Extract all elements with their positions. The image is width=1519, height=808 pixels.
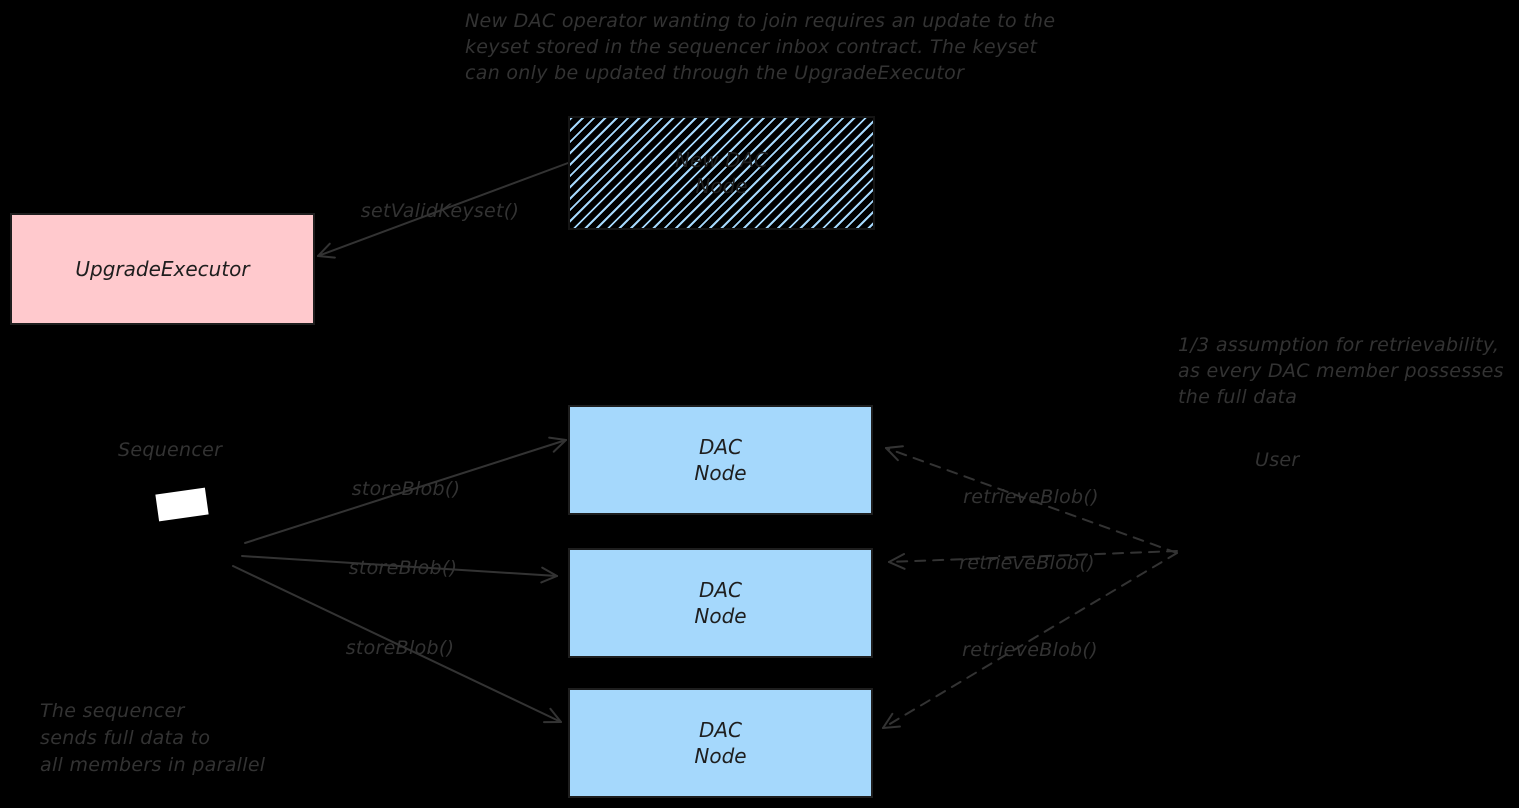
dac-node-label-line: DAC xyxy=(698,718,743,742)
dac-node-label-line: DAC xyxy=(698,578,743,602)
new-dac-node-label-line: Node xyxy=(695,174,748,198)
upgrade-executor-box: UpgradeExecutor xyxy=(10,213,315,325)
retrieve-blob-label-2: retrieveBlob() xyxy=(959,552,1095,574)
dac-node-label-line: DAC xyxy=(698,435,743,459)
top-note: New DAC operator wanting to join require… xyxy=(465,8,1055,86)
set-valid-keyset-label: setValidKeyset() xyxy=(360,200,520,222)
retrieve-blob-label-1: retrieveBlob() xyxy=(963,486,1099,508)
user-label: User xyxy=(1255,449,1300,471)
store-blob-arrow-1 xyxy=(244,436,567,544)
retrieve-blob-arrow-1 xyxy=(885,445,1178,554)
retrieve-blob-arrow-3 xyxy=(882,552,1178,729)
set-valid-keyset-arrow xyxy=(317,162,569,259)
store-blob-label-3: storeBlob() xyxy=(345,637,455,659)
parallel-note: The sequencer sends full data to all mem… xyxy=(40,698,265,779)
sequencer-label: Sequencer xyxy=(118,439,223,461)
retrieve-blob-arrow-2 xyxy=(888,550,1178,570)
store-blob-label-1: storeBlob() xyxy=(351,478,461,500)
dac-node-label-line: Node xyxy=(694,744,747,768)
parallel-note-line: sends full data to xyxy=(40,727,211,749)
upgrade-executor-label: UpgradeExecutor xyxy=(75,257,250,281)
store-blob-arrow-2 xyxy=(241,555,558,584)
parallel-note-line: The sequencer xyxy=(40,700,185,722)
top-note-line: keyset stored in the sequencer inbox con… xyxy=(465,36,1038,58)
store-blob-arrow-3 xyxy=(232,565,562,724)
assumption-note-line: 1/3 assumption for retrievability, xyxy=(1178,334,1500,356)
top-note-line: New DAC operator wanting to join require… xyxy=(465,10,1056,32)
dac-node-label-line: Node xyxy=(694,604,747,628)
top-note-line: can only be updated through the UpgradeE… xyxy=(465,62,965,84)
dac-node-box-3: DAC Node xyxy=(568,688,873,798)
assumption-note-line: as every DAC member possesses xyxy=(1178,360,1504,382)
dac-node-box-2: DAC Node xyxy=(568,548,873,658)
new-dac-node-label-line: New DAC xyxy=(674,148,769,172)
retrieve-blob-label-3: retrieveBlob() xyxy=(962,639,1098,661)
assumption-note-line: the full data xyxy=(1178,386,1298,408)
dac-node-box-1: DAC Node xyxy=(568,405,873,515)
new-dac-node-box: New DAC Node xyxy=(568,116,875,230)
store-blob-label-2: storeBlob() xyxy=(348,557,458,579)
dac-node-label-line: Node xyxy=(694,461,747,485)
assumption-note: 1/3 assumption for retrievability, as ev… xyxy=(1178,332,1504,410)
parallel-note-line: all members in parallel xyxy=(40,754,266,776)
